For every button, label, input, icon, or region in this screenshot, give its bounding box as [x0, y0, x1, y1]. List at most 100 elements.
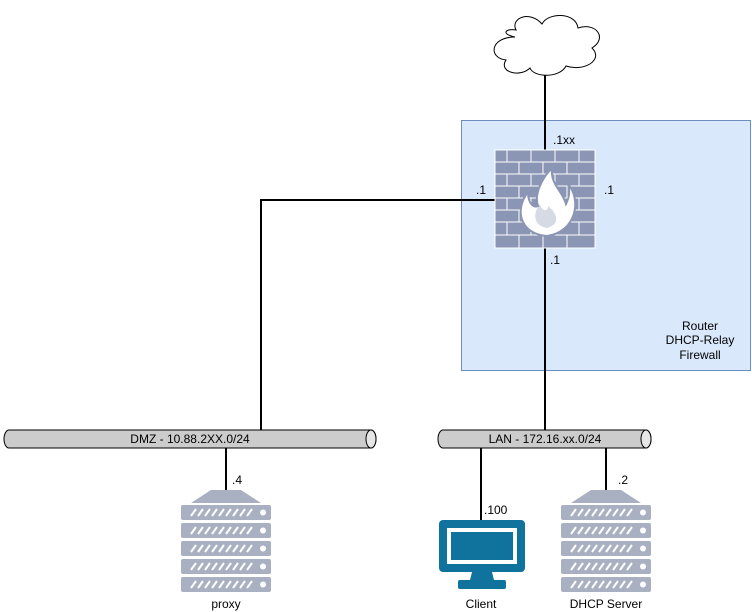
server-vent	[591, 562, 598, 571]
server-top	[571, 490, 641, 503]
server-vent	[570, 580, 577, 589]
server-vent	[612, 562, 619, 571]
server-vent	[619, 562, 626, 571]
server-vent	[584, 526, 591, 535]
server-vent	[626, 580, 633, 589]
server-vent	[190, 580, 197, 589]
server-vent	[225, 544, 232, 553]
server-top	[191, 490, 261, 503]
firewall-icon	[494, 149, 596, 249]
server-unit	[181, 559, 271, 574]
server-vent	[619, 580, 626, 589]
proxy-server-icon	[181, 490, 271, 592]
server-vent	[570, 526, 577, 535]
server-vent	[246, 544, 253, 553]
server-vent	[239, 544, 246, 553]
zone-label-firewall: Firewall	[679, 348, 720, 362]
dhcp-server-label: DHCP Server	[570, 597, 642, 611]
server-unit	[181, 577, 271, 592]
server-vent	[190, 562, 197, 571]
dmz-network-bus: DMZ - 10.88.2XX.0/24	[3, 429, 377, 449]
firewall-ip-left: .1	[476, 183, 486, 197]
server-vent	[204, 580, 211, 589]
server-vent	[246, 508, 253, 517]
client-label: Client	[466, 597, 497, 611]
dhcp-server-icon	[561, 490, 651, 592]
firewall-ip-right: .1	[604, 183, 614, 197]
server-vent	[577, 562, 584, 571]
server-vent	[246, 562, 253, 571]
proxy-ip: .4	[232, 473, 242, 487]
server-led	[260, 563, 266, 570]
server-vent	[239, 526, 246, 535]
server-vent	[598, 544, 605, 553]
client-ip: .100	[484, 503, 508, 517]
server-vent	[584, 544, 591, 553]
server-vent	[598, 526, 605, 535]
server-unit	[181, 523, 271, 538]
server-vent	[239, 562, 246, 571]
server-vent	[570, 562, 577, 571]
server-vent	[591, 526, 598, 535]
link-firewall-dmz	[260, 199, 495, 430]
server-vent	[605, 526, 612, 535]
dmz-network-label: DMZ - 10.88.2XX.0/24	[130, 432, 250, 446]
server-vent	[605, 508, 612, 517]
server-vent	[211, 508, 218, 517]
server-vent	[570, 544, 577, 553]
server-vent	[626, 562, 633, 571]
server-vent	[232, 526, 239, 535]
zone-label-dhcp-relay: DHCP-Relay	[666, 333, 735, 347]
server-vent	[598, 562, 605, 571]
dhcp-ip: .2	[618, 473, 628, 487]
server-led	[640, 527, 646, 534]
server-led	[640, 509, 646, 516]
server-unit	[181, 505, 271, 520]
server-vent	[204, 526, 211, 535]
server-vent	[577, 544, 584, 553]
monitor-screen	[451, 532, 513, 560]
server-unit	[561, 523, 651, 538]
server-vent	[218, 526, 225, 535]
server-vent	[246, 580, 253, 589]
server-vent	[591, 508, 598, 517]
server-led	[260, 545, 266, 552]
server-vent	[619, 508, 626, 517]
server-led	[260, 527, 266, 534]
server-led	[640, 581, 646, 588]
server-vent	[197, 544, 204, 553]
server-vent	[577, 526, 584, 535]
server-vent	[218, 562, 225, 571]
server-vent	[225, 580, 232, 589]
server-vent	[211, 580, 218, 589]
server-unit	[181, 541, 271, 556]
server-vent	[218, 544, 225, 553]
server-vent	[577, 580, 584, 589]
server-vent	[612, 580, 619, 589]
server-vent	[612, 526, 619, 535]
server-vent	[211, 544, 218, 553]
firewall-ip-top: .1xx	[553, 133, 575, 147]
server-vent	[626, 508, 633, 517]
firewall-ip-bottom: .1	[550, 253, 560, 267]
server-led	[640, 545, 646, 552]
server-vent	[204, 508, 211, 517]
server-vent	[197, 508, 204, 517]
server-unit	[561, 577, 651, 592]
server-vent	[612, 544, 619, 553]
server-vent	[211, 526, 218, 535]
lan-network-bus: LAN - 172.16.xx.0/24	[437, 429, 652, 449]
server-vent	[204, 544, 211, 553]
server-vent	[211, 562, 218, 571]
server-vent	[204, 562, 211, 571]
server-vent	[605, 562, 612, 571]
server-vent	[605, 544, 612, 553]
server-vent	[591, 544, 598, 553]
server-vent	[626, 544, 633, 553]
connection-lines	[225, 75, 607, 520]
server-vent	[570, 508, 577, 517]
server-unit	[561, 505, 651, 520]
server-vent	[218, 580, 225, 589]
server-vent	[584, 580, 591, 589]
server-vent	[197, 562, 204, 571]
